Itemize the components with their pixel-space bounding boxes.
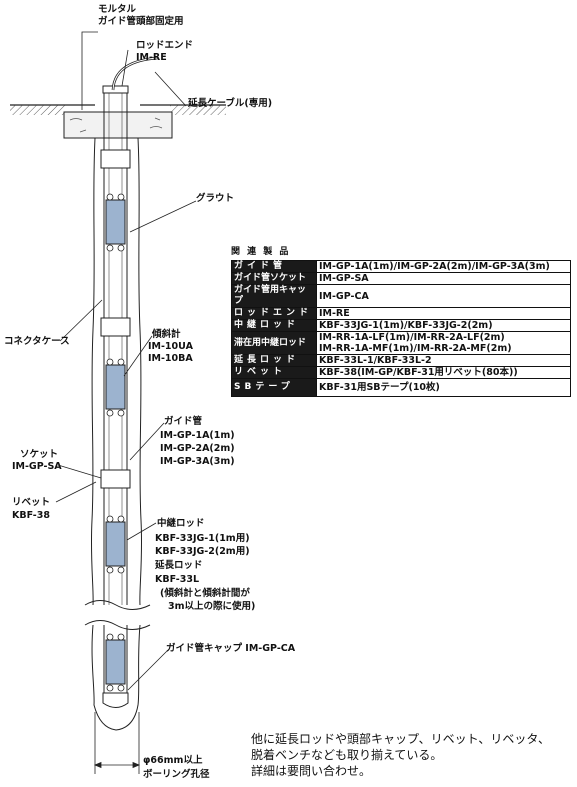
mortar-block [63, 111, 173, 139]
table-row: ロッドエンド IM-RE [231, 307, 571, 320]
table-row: 延長ロッド KBF-33L-1/KBF-33L-2 [231, 354, 571, 367]
table-row: SBテープ KBF-31用SBテープ(10枚) [231, 378, 571, 397]
guide-pipe-model-label: IM-GP-2A(2m) [160, 443, 235, 454]
cable-label: 延長ケーブル(専用) [188, 98, 273, 109]
grout-label: グラウト [196, 193, 235, 204]
table-key: ロッドエンド [231, 307, 317, 320]
extension-rod-label: 延長ロッド [155, 560, 203, 571]
inclinometer-model-label: IM-10UA [148, 341, 193, 352]
mortar-label: モルタル [98, 4, 137, 15]
mortar-purpose-label: ガイド管頭部固定用 [98, 16, 184, 27]
table-key: SBテープ [231, 378, 317, 397]
table-value: IM-RE [316, 307, 571, 320]
guide-pipe-socket [100, 149, 131, 489]
socket-model-label: IM-GP-SA [12, 461, 62, 472]
table-row: ガイド管ソケット IM-GP-SA [231, 272, 571, 285]
table-value: IM-GP-1A(1m)/IM-GP-2A(2m)/IM-GP-3A(3m) [316, 260, 571, 273]
table-value-line: IM-RR-1A-LF(1m)/IM-RR-2A-LF(2m) [319, 332, 505, 343]
relay-rod-label: 中継ロッド [157, 518, 205, 529]
table-row: ガイド管 IM-GP-1A(1m)/IM-GP-2A(2m)/IM-GP-3A(… [231, 260, 571, 273]
table-key: 中継ロッド [231, 319, 317, 332]
relay-rod-model-label: KBF-33JG-2(2m用) [155, 546, 250, 557]
extension-rod-note: (傾斜計と傾斜計間が [160, 588, 250, 599]
relay-rod-model-label: KBF-33JG-1(1m用) [155, 533, 250, 544]
inclinometer-wheel [106, 193, 125, 692]
table-row: 中継ロッド KBF-33JG-1(1m)/KBF-33JG-2(2m) [231, 319, 571, 332]
guide-pipe-cap [102, 692, 129, 708]
borehole-wall [90, 137, 143, 731]
guide-pipe-model-label: IM-GP-3A(3m) [160, 456, 235, 467]
table-value-line: IM-RR-1A-MF(1m)/IM-RR-2A-MF(2m) [319, 343, 512, 354]
note-line: 脱着ベンチなども取り揃えている。 [251, 748, 443, 762]
inclinometer [105, 199, 126, 685]
boring-hole-label: ボーリング孔径 [143, 769, 210, 780]
guide-pipe-label: ガイド管 [164, 416, 203, 427]
table-value: KBF-33JG-1(1m)/KBF-33JG-2(2m) [316, 319, 571, 332]
table-key: ガイド管 [231, 260, 317, 273]
leader-line [55, 31, 197, 691]
table-value: KBF-33L-1/KBF-33L-2 [316, 354, 571, 367]
related-products-title: 関 連 製 品 [231, 247, 291, 257]
table-key: 延長ロッド [231, 354, 317, 367]
table-key: ガイド管ソケット [231, 272, 317, 285]
table-key: 滞在用中継ロッド [231, 331, 317, 355]
rivet-label: リベット [12, 497, 51, 508]
rod-end-model-label: IM-RE [136, 52, 167, 63]
guide-cap-label: ガイド管キャップ IM-GP-CA [166, 643, 296, 654]
table-value: IM-GP-SA [316, 272, 571, 285]
inclinometer-model-label: IM-10BA [148, 353, 193, 364]
inclinometer-label: 傾斜計 [152, 329, 181, 340]
boring-diameter-label: φ66mm以上 [143, 755, 203, 766]
rod-end-label: ロッドエンド [136, 40, 194, 51]
related-products-table: ガイド管 IM-GP-1A(1m)/IM-GP-2A(2m)/IM-GP-3A(… [231, 260, 571, 397]
rivet-model-label: KBF-38 [12, 510, 50, 521]
rod-end [102, 85, 129, 94]
table-key: リベット [231, 366, 317, 379]
guide-pipe-model-label: IM-GP-1A(1m) [160, 430, 235, 441]
boring-diameter-dimension [93, 712, 141, 774]
extension-rod-note: 3m以上の際に使用) [168, 601, 256, 612]
product-note: 他に延長ロッドや頭部キャップ、リベット、リベッタ、 脱着ベンチなども取り揃えてい… [251, 731, 550, 779]
table-row: ガイド管用キャップ IM-GP-CA [231, 284, 571, 308]
table-value: IM-GP-CA [316, 284, 571, 308]
related-products: 関 連 製 品 ガイド管 IM-GP-1A(1m)/IM-GP-2A(2m)/I… [231, 244, 571, 397]
table-value: KBF-31用SBテープ(10枚) [316, 378, 571, 397]
table-value: IM-RR-1A-LF(1m)/IM-RR-2A-LF(2m) IM-RR-1A… [316, 331, 571, 355]
note-line: 詳細は要問い合わせ。 [251, 764, 372, 778]
break-line [84, 600, 151, 630]
connector-case-label: コネクタケース [4, 336, 70, 347]
table-value: KBF-38(IM-GP/KBF-31用リベット(80本)) [316, 366, 571, 379]
socket-label: ソケット [20, 449, 59, 460]
table-row: 滞在用中継ロッド IM-RR-1A-LF(1m)/IM-RR-2A-LF(2m)… [231, 331, 571, 355]
note-line: 他に延長ロッドや頭部キャップ、リベット、リベッタ、 [251, 732, 551, 746]
ground-surface [10, 104, 226, 115]
table-key: ガイド管用キャップ [231, 284, 317, 308]
extension-rod-model-label: KBF-33L [155, 574, 200, 585]
table-row: リベット KBF-38(IM-GP/KBF-31用リベット(80本)) [231, 366, 571, 379]
